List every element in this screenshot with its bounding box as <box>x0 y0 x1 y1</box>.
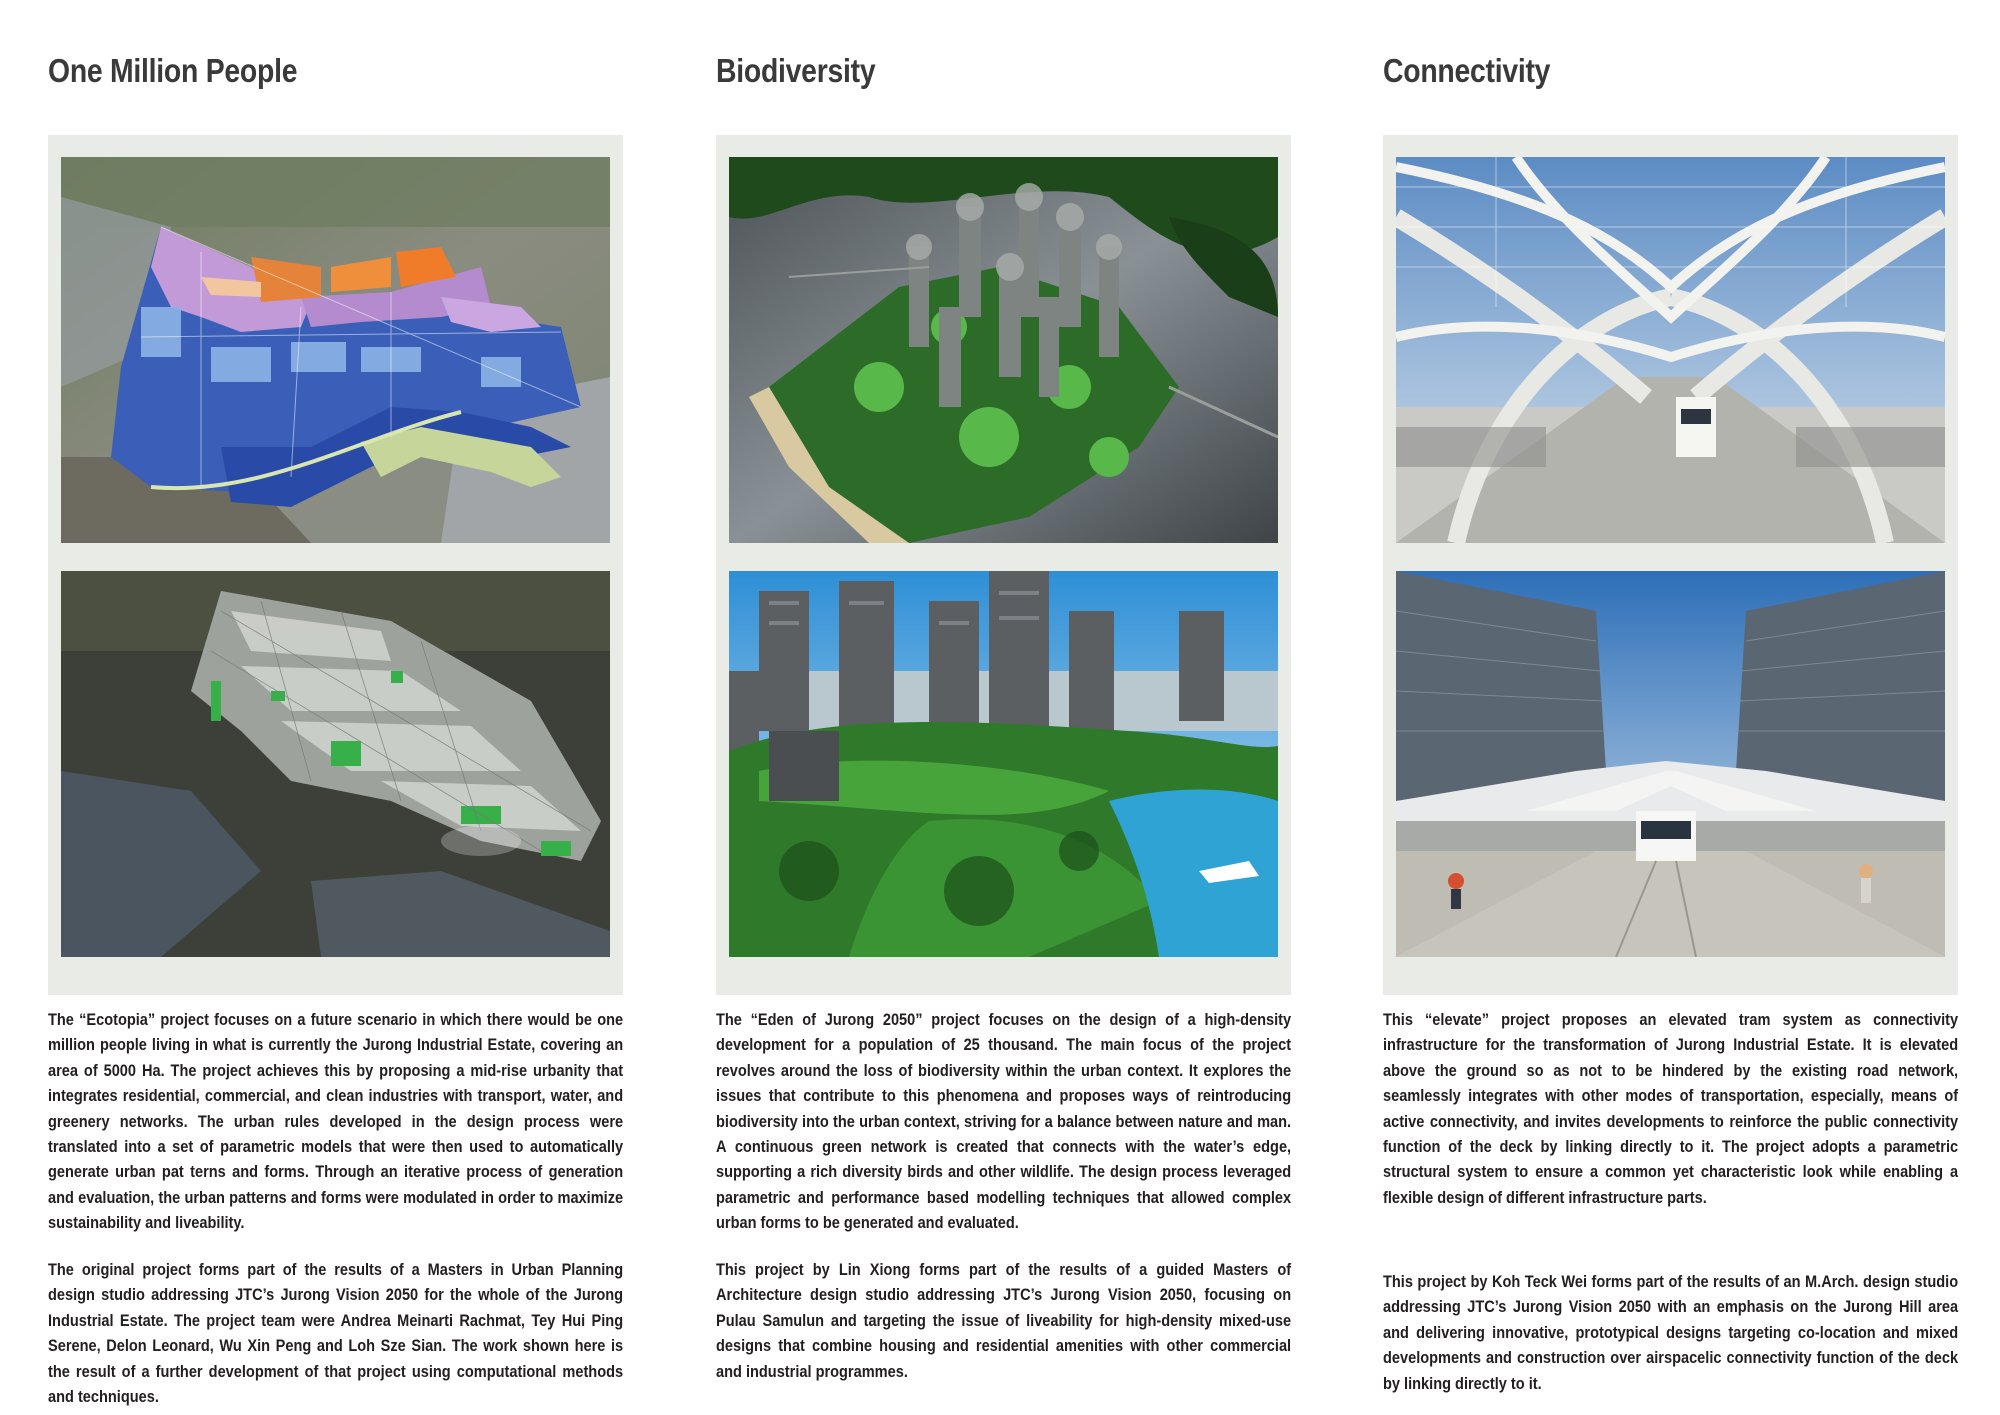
image-panel-biodiversity <box>716 135 1291 995</box>
tram-station-interior-render <box>1396 157 1945 543</box>
elevated-deck-render <box>1396 571 1945 957</box>
land-use-plan-map <box>61 157 610 543</box>
column-title-connectivity: Connectivity <box>1383 52 1551 89</box>
caption-connectivity-paragraph-2: This project by Koh Teck Wei forms part … <box>1383 1273 1959 1393</box>
island-aerial-render <box>729 157 1278 543</box>
caption-biodiversity-paragraph-2: This project by Lin Xiong forms part of … <box>716 1261 1292 1381</box>
column-title-biodiversity: Biodiversity <box>716 52 876 89</box>
caption-connectivity-paragraph-1: This “elevate” project proposes an eleva… <box>1383 1011 1959 1207</box>
green-towers-render <box>729 571 1278 957</box>
image-panel-connectivity <box>1383 135 1958 995</box>
caption-one-million-people-paragraph-1: The “Ecotopia” project focuses on a futu… <box>48 1011 624 1233</box>
parametric-urban-model-map <box>61 571 610 957</box>
image-panel-one-million-people <box>48 135 623 995</box>
caption-one-million-people-paragraph-2: The original project forms part of the r… <box>48 1261 624 1407</box>
caption-biodiversity-paragraph-1: The “Eden of Jurong 2050” project focuse… <box>716 1011 1292 1233</box>
column-title-one-million-people: One Million People <box>48 52 298 89</box>
